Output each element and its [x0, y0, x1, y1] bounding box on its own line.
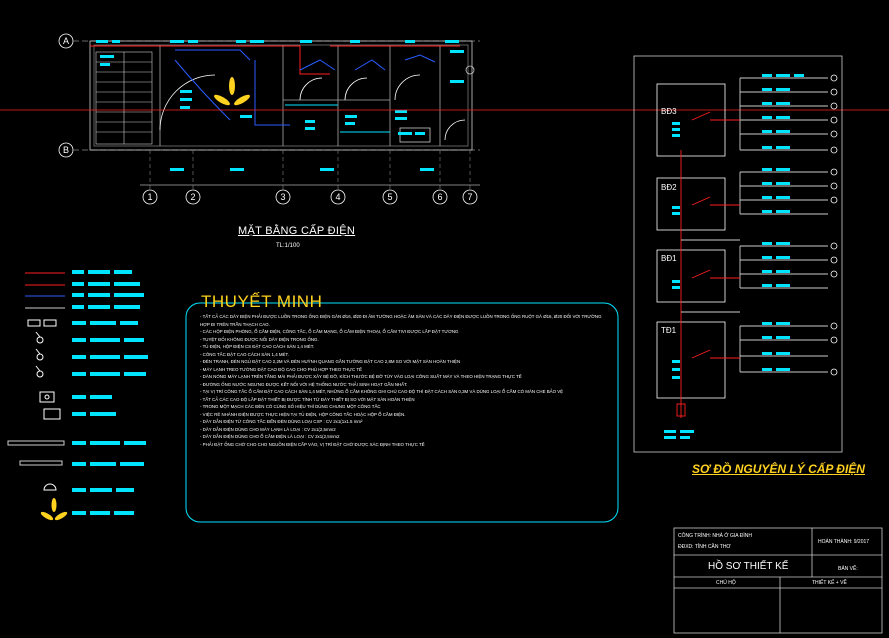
plan-symbols: [96, 40, 464, 171]
panel-label-td1: TĐ1: [661, 326, 677, 335]
plan-scale: TL:1/100: [276, 243, 300, 249]
legend-fan-icon: [40, 498, 68, 521]
grid-label-b: B: [62, 145, 69, 155]
note-item: - DÂY DẪN ĐIỆN DÙNG CHO Ổ CẮM ĐIỆN LÀ LO…: [200, 434, 340, 439]
notes-title: THUYẾT MINH: [201, 292, 323, 311]
note-item: - TẤT CẢ CÁC DÂY ĐIỆN PHẢI ĐƯỢC LUỒN TRO…: [200, 314, 602, 327]
note-item: - CÔNG TẮC ĐẶT CAO CÁCH SÀN 1,4 MÉT.: [200, 351, 289, 357]
note-item: - DÂY DẪN ĐIỆN DÙNG CHO MÁY LẠNH LÀ LOẠI…: [200, 426, 336, 432]
panel-label-bd3: BĐ3: [661, 107, 677, 116]
schematic-end-symbols: [830, 74, 838, 376]
schematic-wiring: [676, 77, 828, 418]
column-axis: [140, 150, 480, 205]
note-item: - ĐÈN TRANH, ĐÈN NGỦ ĐẶT CAO 2,2M VÀ ĐÈN…: [200, 359, 461, 364]
title-block-project: CÔNG TRÌNH: NHÀ Ở GIA ĐÌNH: [678, 533, 752, 539]
panel-label-bd1: BĐ1: [661, 254, 677, 263]
note-item: - CÁC HỘP ĐIỆN PHÒNG, Ổ CẮM ĐIỆN, CÔNG T…: [200, 329, 459, 334]
note-item: - DÂY DẪN ĐIỆN TỪ CÔNG TẮC ĐẾN ĐÈN DÙNG …: [200, 419, 363, 424]
grid-label-3: 3: [280, 192, 286, 202]
plan-wiring: [90, 45, 460, 133]
title-block-sheet: BẢN VẼ:: [838, 566, 858, 572]
grid-label-a: A: [62, 36, 69, 46]
notes-box: [185, 302, 619, 523]
grid-label-5: 5: [387, 192, 393, 202]
title-block-completed: HOÀN THÀNH: 9/2017: [818, 539, 870, 545]
title-block-owner: CHỦ HỘ: [716, 580, 736, 586]
title-block-designer: THIẾT KẾ + VẼ: [812, 580, 847, 586]
fan-symbol-plan: [214, 77, 250, 106]
note-item: - TẤT CẢ CÁC CAO ĐỘ LẮP ĐẶT THIẾT BỊ ĐƯỢ…: [200, 396, 415, 402]
schematic-panels: [656, 83, 726, 399]
floor-plan: [58, 33, 480, 158]
note-item: - TỦ ĐIỆN, HỘP ĐIỆN CS ĐẶT CAO CÁCH SÀN …: [200, 344, 315, 349]
grid-label-7: 7: [467, 192, 473, 202]
note-item: - TẠI VỊ TRÍ CÔNG TẮC Ổ CẮM ĐẶT CAO CÁCH…: [200, 389, 564, 394]
schematic-labels: [664, 74, 804, 439]
note-item: - ĐƯỜNG ỐNG NƯỚC NGƯNG ĐƯỢC KẾT NỐI VỚI …: [200, 381, 408, 387]
note-item: - MÁY LẠNH TREO TƯỜNG ĐẶT CAO ĐỘ CAO CHO…: [200, 366, 362, 372]
note-item: - TUYỆT ĐỐI KHÔNG ĐƯỢC NỐI DÂY ĐIỆN TRON…: [200, 336, 319, 342]
title-block-doc-title: HỒ SƠ THIẾT KẾ: [708, 561, 789, 572]
schematic-title: SƠ ĐỒ NGUYÊN LÝ CẤP ĐIỆN: [692, 462, 865, 476]
grid-label-1: 1: [147, 192, 153, 202]
staircase: [95, 51, 153, 145]
title-block: [673, 527, 883, 634]
legend-labels: [72, 270, 148, 515]
schematic-frame: [633, 55, 843, 453]
panel-label-bd2: BĐ2: [661, 183, 677, 192]
plan-title: MẶT BẰNG CẤP ĐIỆN: [238, 225, 356, 237]
grid-label-2: 2: [190, 192, 196, 202]
grid-label-6: 6: [437, 192, 443, 202]
notes-list: - TẤT CẢ CÁC DÂY ĐIỆN PHẢI ĐƯỢC LUỒN TRO…: [200, 313, 610, 448]
legend: [7, 272, 65, 491]
grid-label-4: 4: [335, 192, 341, 202]
title-block-address: ĐĐXD: TỈNH CẦN THƠ: [678, 544, 731, 550]
note-item: - PHẢI ĐẶT ỐNG CHỜ CHO CHO NGUỒN ĐIỆN CẤ…: [200, 441, 425, 447]
note-item: - TRONG MỘT MẠCH CÁC ĐÈN CÓ CÙNG SỐ HIỆU…: [200, 404, 381, 409]
note-item: - VIỆC RẼ NHÁNH ĐIỆN ĐƯỢC THỰC HIỆN TẠI …: [200, 411, 406, 417]
note-item: - DÀN NÓNG MÁY LẠNH TRÊN TẦNG MÁI PHẢI Đ…: [200, 374, 522, 379]
